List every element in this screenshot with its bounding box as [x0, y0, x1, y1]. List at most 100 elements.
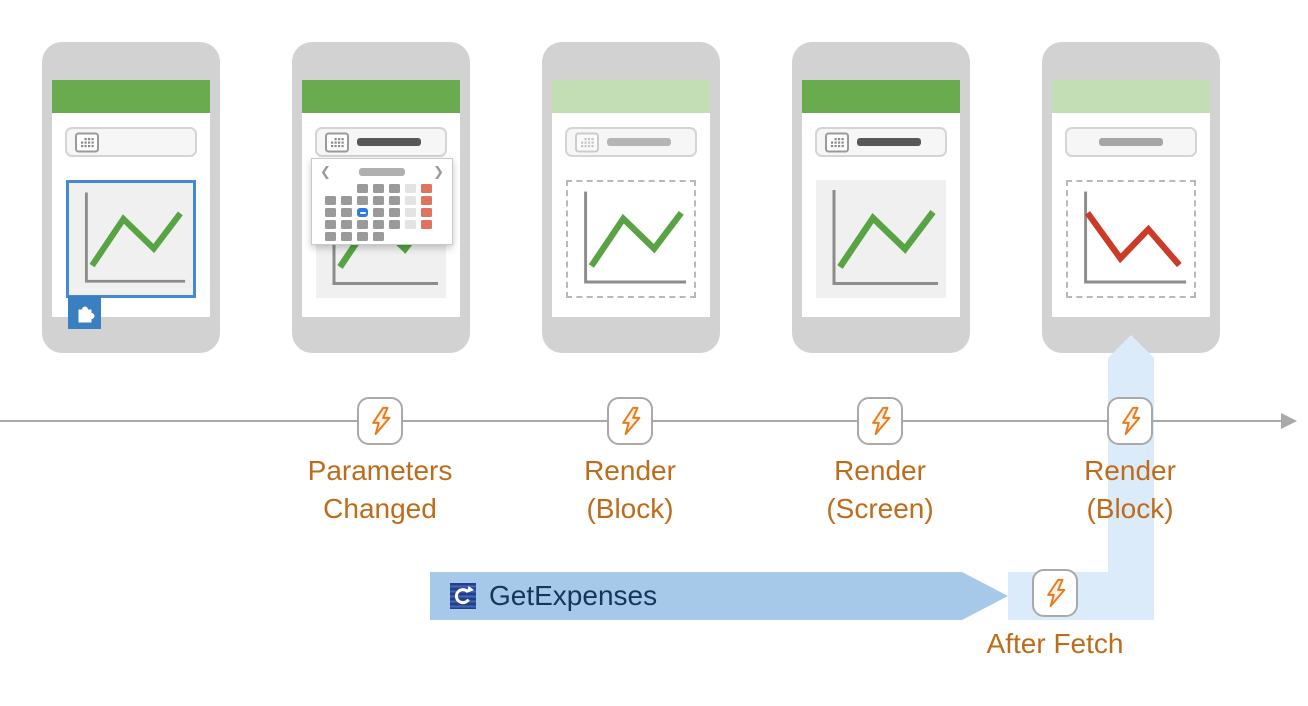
lightning-bolt-icon — [1122, 406, 1141, 436]
calendar-icon — [575, 132, 599, 152]
phone-5 — [1042, 42, 1220, 353]
date-value-bar — [607, 138, 671, 146]
phone-4-date-input — [815, 127, 947, 157]
calendar-grid — [325, 184, 432, 241]
calendar-day-cell — [405, 184, 416, 193]
calendar-day-cell — [421, 196, 432, 205]
phone-1-date-input — [65, 127, 197, 157]
calendar-day-cell — [325, 232, 336, 241]
calendar-day-cell — [341, 232, 352, 241]
calendar-day-cell — [389, 220, 400, 229]
lightning-bolt-icon — [1047, 578, 1066, 608]
phone-1 — [42, 42, 220, 353]
calendar-day-cell — [389, 184, 400, 193]
calendar-day-cell — [373, 184, 384, 193]
phone-5-date-input — [1065, 127, 1197, 157]
line-chart-red — [1084, 191, 1187, 284]
calendar-day-cell — [389, 208, 400, 217]
calendar-day-cell — [421, 220, 432, 229]
calendar-day-cell — [341, 196, 352, 205]
calendar-day-cell — [405, 232, 416, 241]
calendar-day-cell — [357, 220, 368, 229]
timeline-arrowhead-icon — [1281, 413, 1297, 429]
phone-2-appbar — [302, 80, 460, 113]
calendar-next-icon: ❯ — [433, 164, 444, 179]
event-render-block-2 — [1107, 397, 1153, 445]
event-label-render-block-1: Render (Block) — [584, 455, 676, 524]
phone-1-screen — [52, 80, 210, 317]
event-label-after-fetch: After Fetch — [986, 628, 1124, 659]
event-after-fetch — [1032, 569, 1078, 617]
phone-2: ❮ ❯ — [292, 42, 470, 353]
phone-5-chart-block — [1066, 180, 1196, 298]
phone-2-date-input — [315, 127, 447, 157]
phone-4-chart-block — [816, 180, 946, 298]
event-label-render-block-2: Render (Block) — [1084, 455, 1176, 524]
calendar-day-cell — [325, 220, 336, 229]
phone-3-date-input — [565, 127, 697, 157]
calendar-day-selected — [357, 208, 368, 217]
calendar-day-cell — [389, 232, 400, 241]
calendar-day-cell — [373, 232, 384, 241]
calendar-day-cell — [373, 196, 384, 205]
lightning-bolt-icon — [622, 406, 641, 436]
phone-1-appbar — [52, 80, 210, 113]
phone-2-screen: ❮ ❯ — [302, 80, 460, 317]
date-value-bar — [1099, 138, 1163, 146]
calendar-day-cell — [405, 208, 416, 217]
line-chart-green — [832, 190, 938, 285]
getexpenses-arrow: GetExpenses — [430, 572, 962, 620]
calendar-day-cell — [421, 184, 432, 193]
calendar-day-cell — [325, 184, 336, 193]
phone-3-appbar — [552, 80, 710, 113]
after-fetch-connector-horizontal — [1008, 572, 1154, 620]
phone-3-screen — [552, 80, 710, 317]
event-render-block-1 — [607, 397, 653, 445]
calendar-day-cell — [341, 208, 352, 217]
after-fetch-connector-vertical — [1108, 358, 1154, 572]
calendar-icon — [825, 132, 849, 152]
calendar-day-cell — [421, 232, 432, 241]
calendar-day-cell — [405, 196, 416, 205]
calendar-day-cell — [341, 184, 352, 193]
phone-5-screen — [1052, 80, 1210, 317]
calendar-day-cell — [341, 220, 352, 229]
calendar-day-cell — [373, 208, 384, 217]
data-action-refresh-icon — [450, 583, 476, 609]
phone-3-chart-block — [566, 180, 696, 298]
calendar-day-cell — [325, 196, 336, 205]
getexpenses-arrowhead-icon — [962, 572, 1008, 620]
phone-1-chart-block — [66, 180, 196, 298]
calendar-icon — [325, 132, 349, 152]
calendar-month-bar — [359, 168, 405, 176]
date-picker-popup: ❮ ❯ — [311, 158, 453, 245]
calendar-prev-icon: ❮ — [320, 164, 331, 179]
calendar-day-cell — [357, 184, 368, 193]
phone-3 — [542, 42, 720, 353]
lightning-bolt-icon — [872, 406, 891, 436]
after-fetch-connector-arrowhead-icon — [1108, 335, 1154, 358]
event-parameters-changed — [357, 397, 403, 445]
line-chart-green — [584, 191, 687, 284]
getexpenses-label: GetExpenses — [489, 580, 658, 611]
phone-4-appbar — [802, 80, 960, 113]
phone-4 — [792, 42, 970, 353]
phone-4-screen — [802, 80, 960, 317]
calendar-day-cell — [357, 196, 368, 205]
calendar-day-cell — [389, 196, 400, 205]
date-value-bar — [357, 138, 421, 146]
event-render-screen — [857, 397, 903, 445]
lightning-bolt-icon — [372, 406, 391, 436]
phone-5-appbar — [1052, 80, 1210, 113]
event-label-render-screen: Render (Screen) — [826, 455, 934, 524]
calendar-day-cell — [325, 208, 336, 217]
calendar-day-cell — [405, 220, 416, 229]
puzzle-extension-icon — [68, 296, 101, 329]
calendar-day-cell — [421, 208, 432, 217]
calendar-day-cell — [357, 232, 368, 241]
date-value-bar — [857, 138, 921, 146]
calendar-day-cell — [373, 220, 384, 229]
event-label-parameters-changed: Parameters Changed — [307, 455, 453, 524]
calendar-icon — [75, 132, 99, 152]
